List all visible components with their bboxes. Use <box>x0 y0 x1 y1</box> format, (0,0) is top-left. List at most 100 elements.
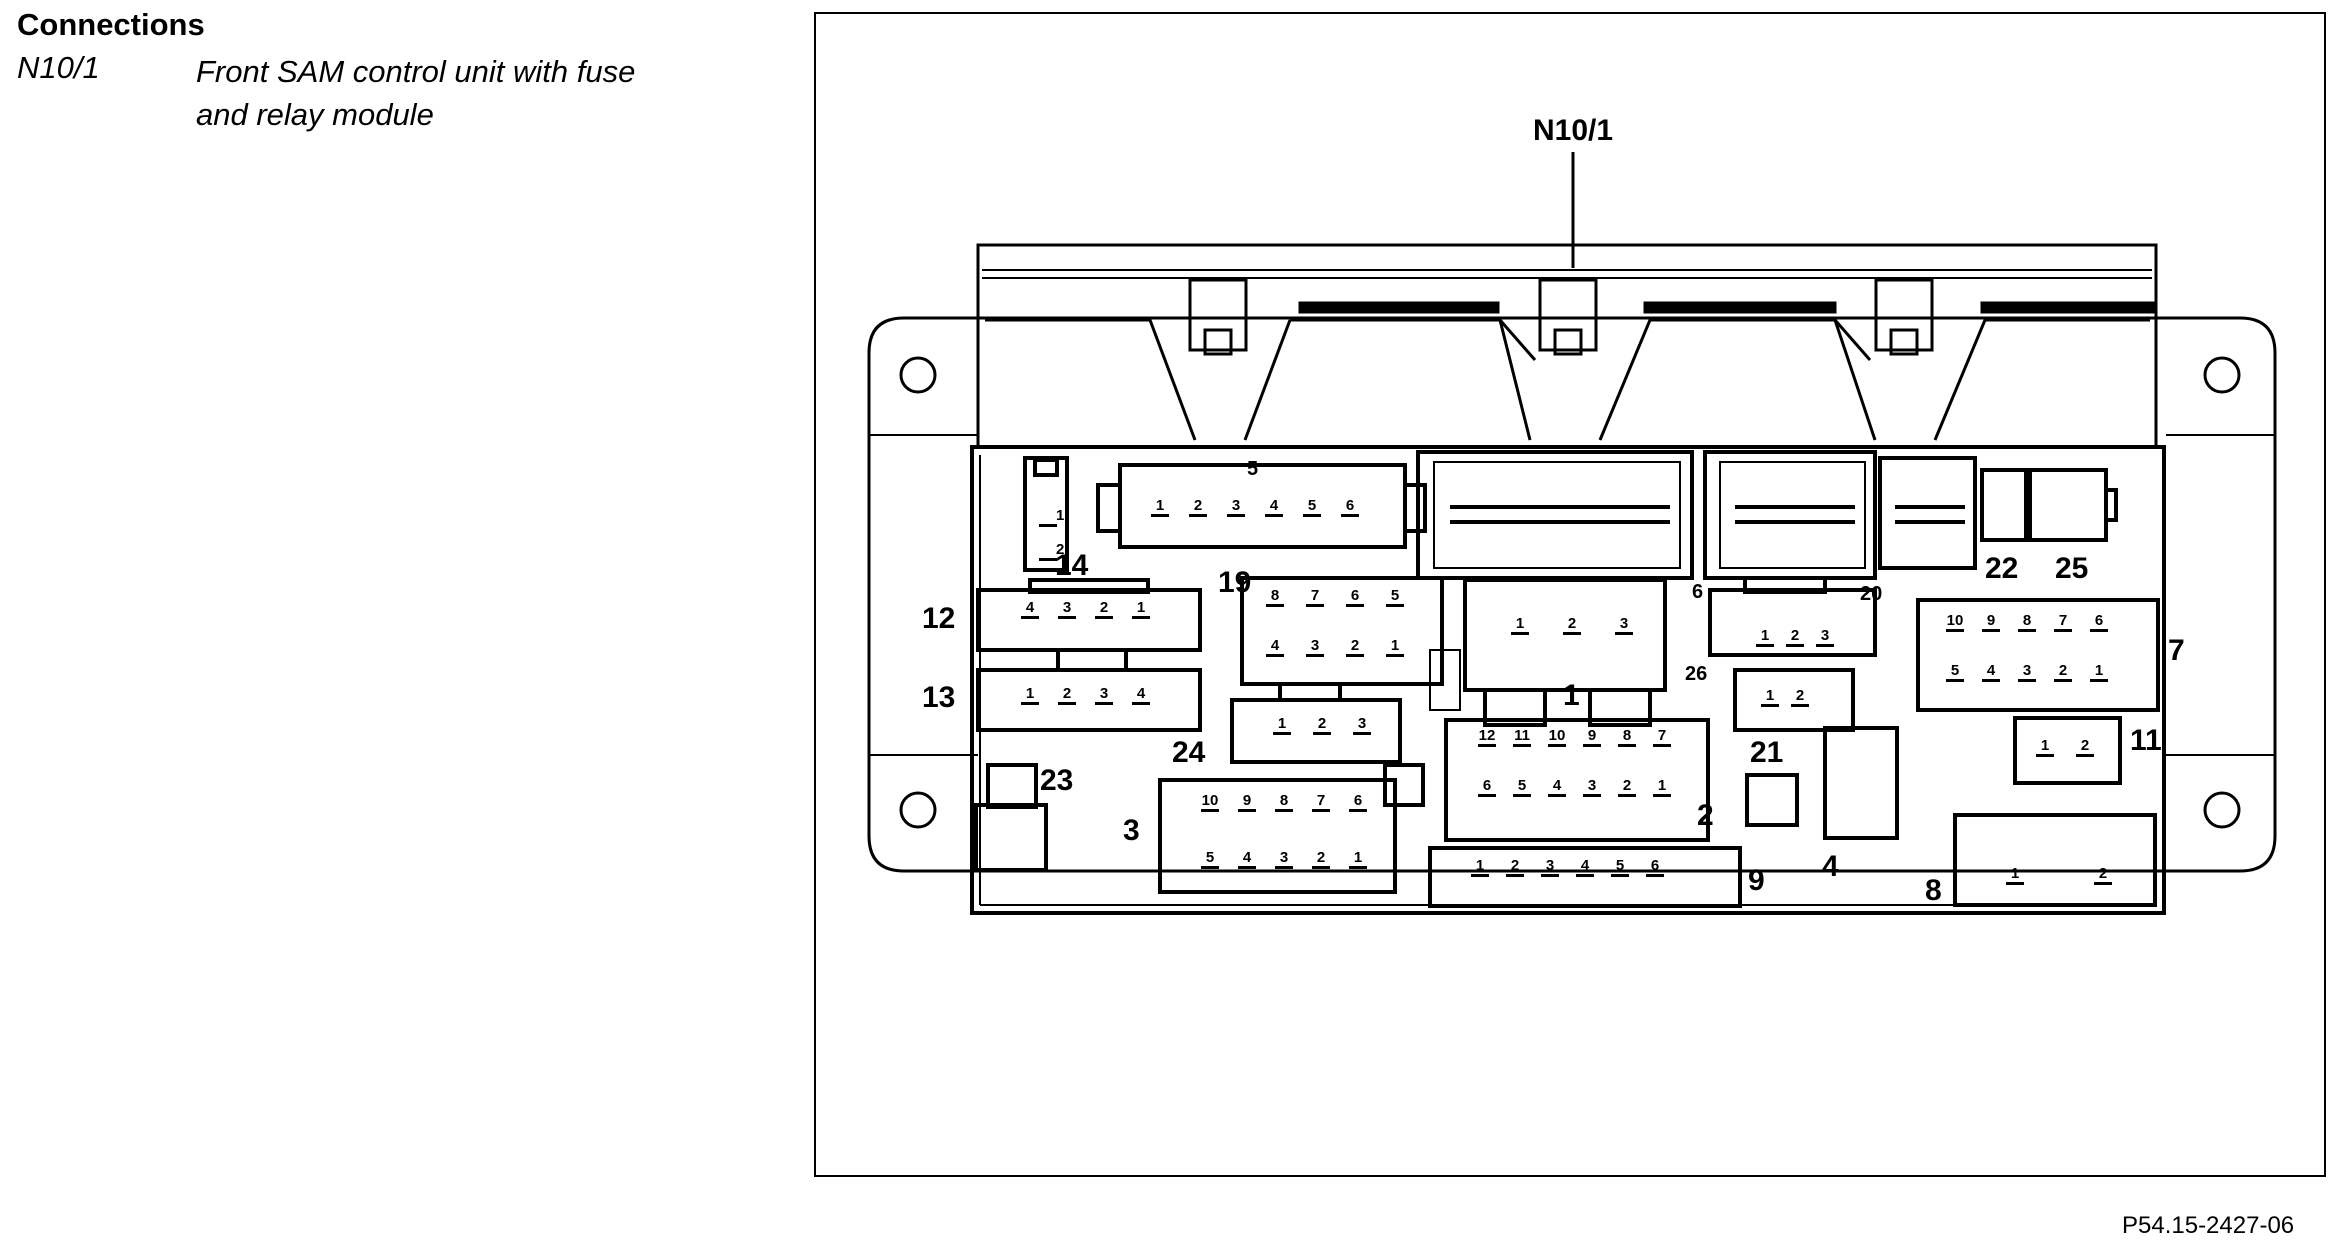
mounting-hole-bottom-right <box>2203 791 2241 829</box>
connector-label-3: 3 <box>1123 814 1140 847</box>
pin-marker <box>1611 874 1629 877</box>
connector-label-6: 6 <box>1692 581 1703 603</box>
pin-marker <box>1346 604 1364 607</box>
pin-number: 9 <box>1588 727 1596 744</box>
pin-marker <box>2036 754 2054 757</box>
connector-label-9: 9 <box>1748 864 1765 897</box>
pin-number: 1 <box>1156 497 1164 514</box>
shroud-lines <box>985 318 2150 441</box>
pin-number: 2 <box>1056 541 1064 558</box>
pin-number: 1 <box>2011 865 2019 882</box>
pin-marker <box>1576 874 1594 877</box>
connector-label-8: 8 <box>1925 874 1942 907</box>
pin-number: 6 <box>1651 857 1659 874</box>
pin-marker <box>1946 679 1964 682</box>
pin-number: 10 <box>1549 727 1566 744</box>
pin-number: 8 <box>1623 727 1631 744</box>
legend-description-line-1: Front SAM control unit with fuse <box>196 54 636 89</box>
connector-label-4: 4 <box>1822 850 1839 883</box>
pin-marker <box>1151 514 1169 517</box>
pin-number: 4 <box>1270 497 1279 514</box>
pin-marker <box>1039 524 1057 527</box>
pin-number: 1 <box>1056 507 1064 524</box>
pin-marker <box>1238 809 1256 812</box>
housing-top <box>976 243 2158 449</box>
mounting-hole-top-right <box>2203 356 2241 394</box>
pin-marker <box>1275 866 1293 869</box>
connector-label-21: 21 <box>1750 736 1783 769</box>
pin-number: 4 <box>1581 857 1590 874</box>
connector-label-19: 19 <box>1218 566 1251 599</box>
pin-number: 3 <box>1063 599 1071 616</box>
section-heading: Connections <box>17 7 205 42</box>
pin-marker <box>1478 744 1496 747</box>
pin-number: 1 <box>1761 627 1769 644</box>
pin-marker <box>1266 654 1284 657</box>
connector-label-5: 5 <box>1247 458 1258 480</box>
pin-marker <box>1548 794 1566 797</box>
connector-label-14: 14 <box>1055 549 1089 582</box>
pin-marker <box>2076 754 2094 757</box>
pin-number: 9 <box>1987 612 1995 629</box>
pin-number: 4 <box>1137 685 1146 702</box>
pin-number: 4 <box>1271 637 1280 654</box>
pin-marker <box>2054 679 2072 682</box>
pin-number: 3 <box>1311 637 1319 654</box>
top-bar <box>1298 301 1500 314</box>
pin-number: 2 <box>1568 615 1576 632</box>
latch-tabs <box>1188 278 1934 356</box>
pin-number: 2 <box>1063 685 1071 702</box>
pin-number: 9 <box>1243 792 1251 809</box>
pin-marker <box>1039 558 1057 561</box>
connector-label-22: 22 <box>1985 552 2018 585</box>
pin-number: 10 <box>1947 612 1964 629</box>
pin-marker <box>1541 874 1559 877</box>
pin-marker <box>2018 629 2036 632</box>
pin-marker <box>1615 632 1633 635</box>
pin-number: 7 <box>1658 727 1666 744</box>
pin-number: 10 <box>1202 792 1219 809</box>
pin-marker <box>1618 744 1636 747</box>
pin-marker <box>1132 702 1150 705</box>
pin-marker <box>2054 629 2072 632</box>
pin-marker <box>1471 874 1489 877</box>
connector-label-24: 24 <box>1172 736 1206 769</box>
legend-description-line-2: and relay module <box>196 97 434 132</box>
pin-number: 2 <box>1511 857 1519 874</box>
pin-marker <box>1275 809 1293 812</box>
pin-marker <box>1646 874 1664 877</box>
connector-label-26: 26 <box>1685 663 1707 685</box>
housing-body <box>970 445 2166 915</box>
pin-number: 3 <box>1588 777 1596 794</box>
pin-marker <box>1511 632 1529 635</box>
pin-marker <box>1238 866 1256 869</box>
pin-number: 5 <box>1391 587 1399 604</box>
connector-label-20: 20 <box>1860 583 1882 605</box>
pin-marker <box>2094 882 2112 885</box>
pin-number: 2 <box>2081 737 2089 754</box>
pin-number: 3 <box>1100 685 1108 702</box>
pin-number: 3 <box>1232 497 1240 514</box>
pin-marker <box>1478 794 1496 797</box>
pin-marker <box>1201 866 1219 869</box>
pin-number: 4 <box>1026 599 1035 616</box>
legend-code: N10/1 <box>17 50 100 85</box>
pin-number: 12 <box>1479 727 1496 744</box>
pin-number: 1 <box>1026 685 1034 702</box>
pin-number: 2 <box>1194 497 1202 514</box>
pin-number: 1 <box>1476 857 1484 874</box>
pin-number: 2 <box>1351 637 1359 654</box>
pin-dots <box>1450 505 1965 524</box>
pin-number: 1 <box>1391 637 1399 654</box>
pin-marker <box>1583 744 1601 747</box>
connector-label-12: 12 <box>922 602 955 635</box>
mounting-hole-top-left <box>899 356 937 394</box>
pin-number: 2 <box>1623 777 1631 794</box>
pin-marker <box>1618 794 1636 797</box>
pin-marker <box>1265 514 1283 517</box>
pin-number: 2 <box>1791 627 1799 644</box>
pin-number: 8 <box>1280 792 1288 809</box>
pin-number: 1 <box>1278 715 1286 732</box>
pin-number: 2 <box>1100 599 1108 616</box>
pin-number: 5 <box>1308 497 1316 514</box>
